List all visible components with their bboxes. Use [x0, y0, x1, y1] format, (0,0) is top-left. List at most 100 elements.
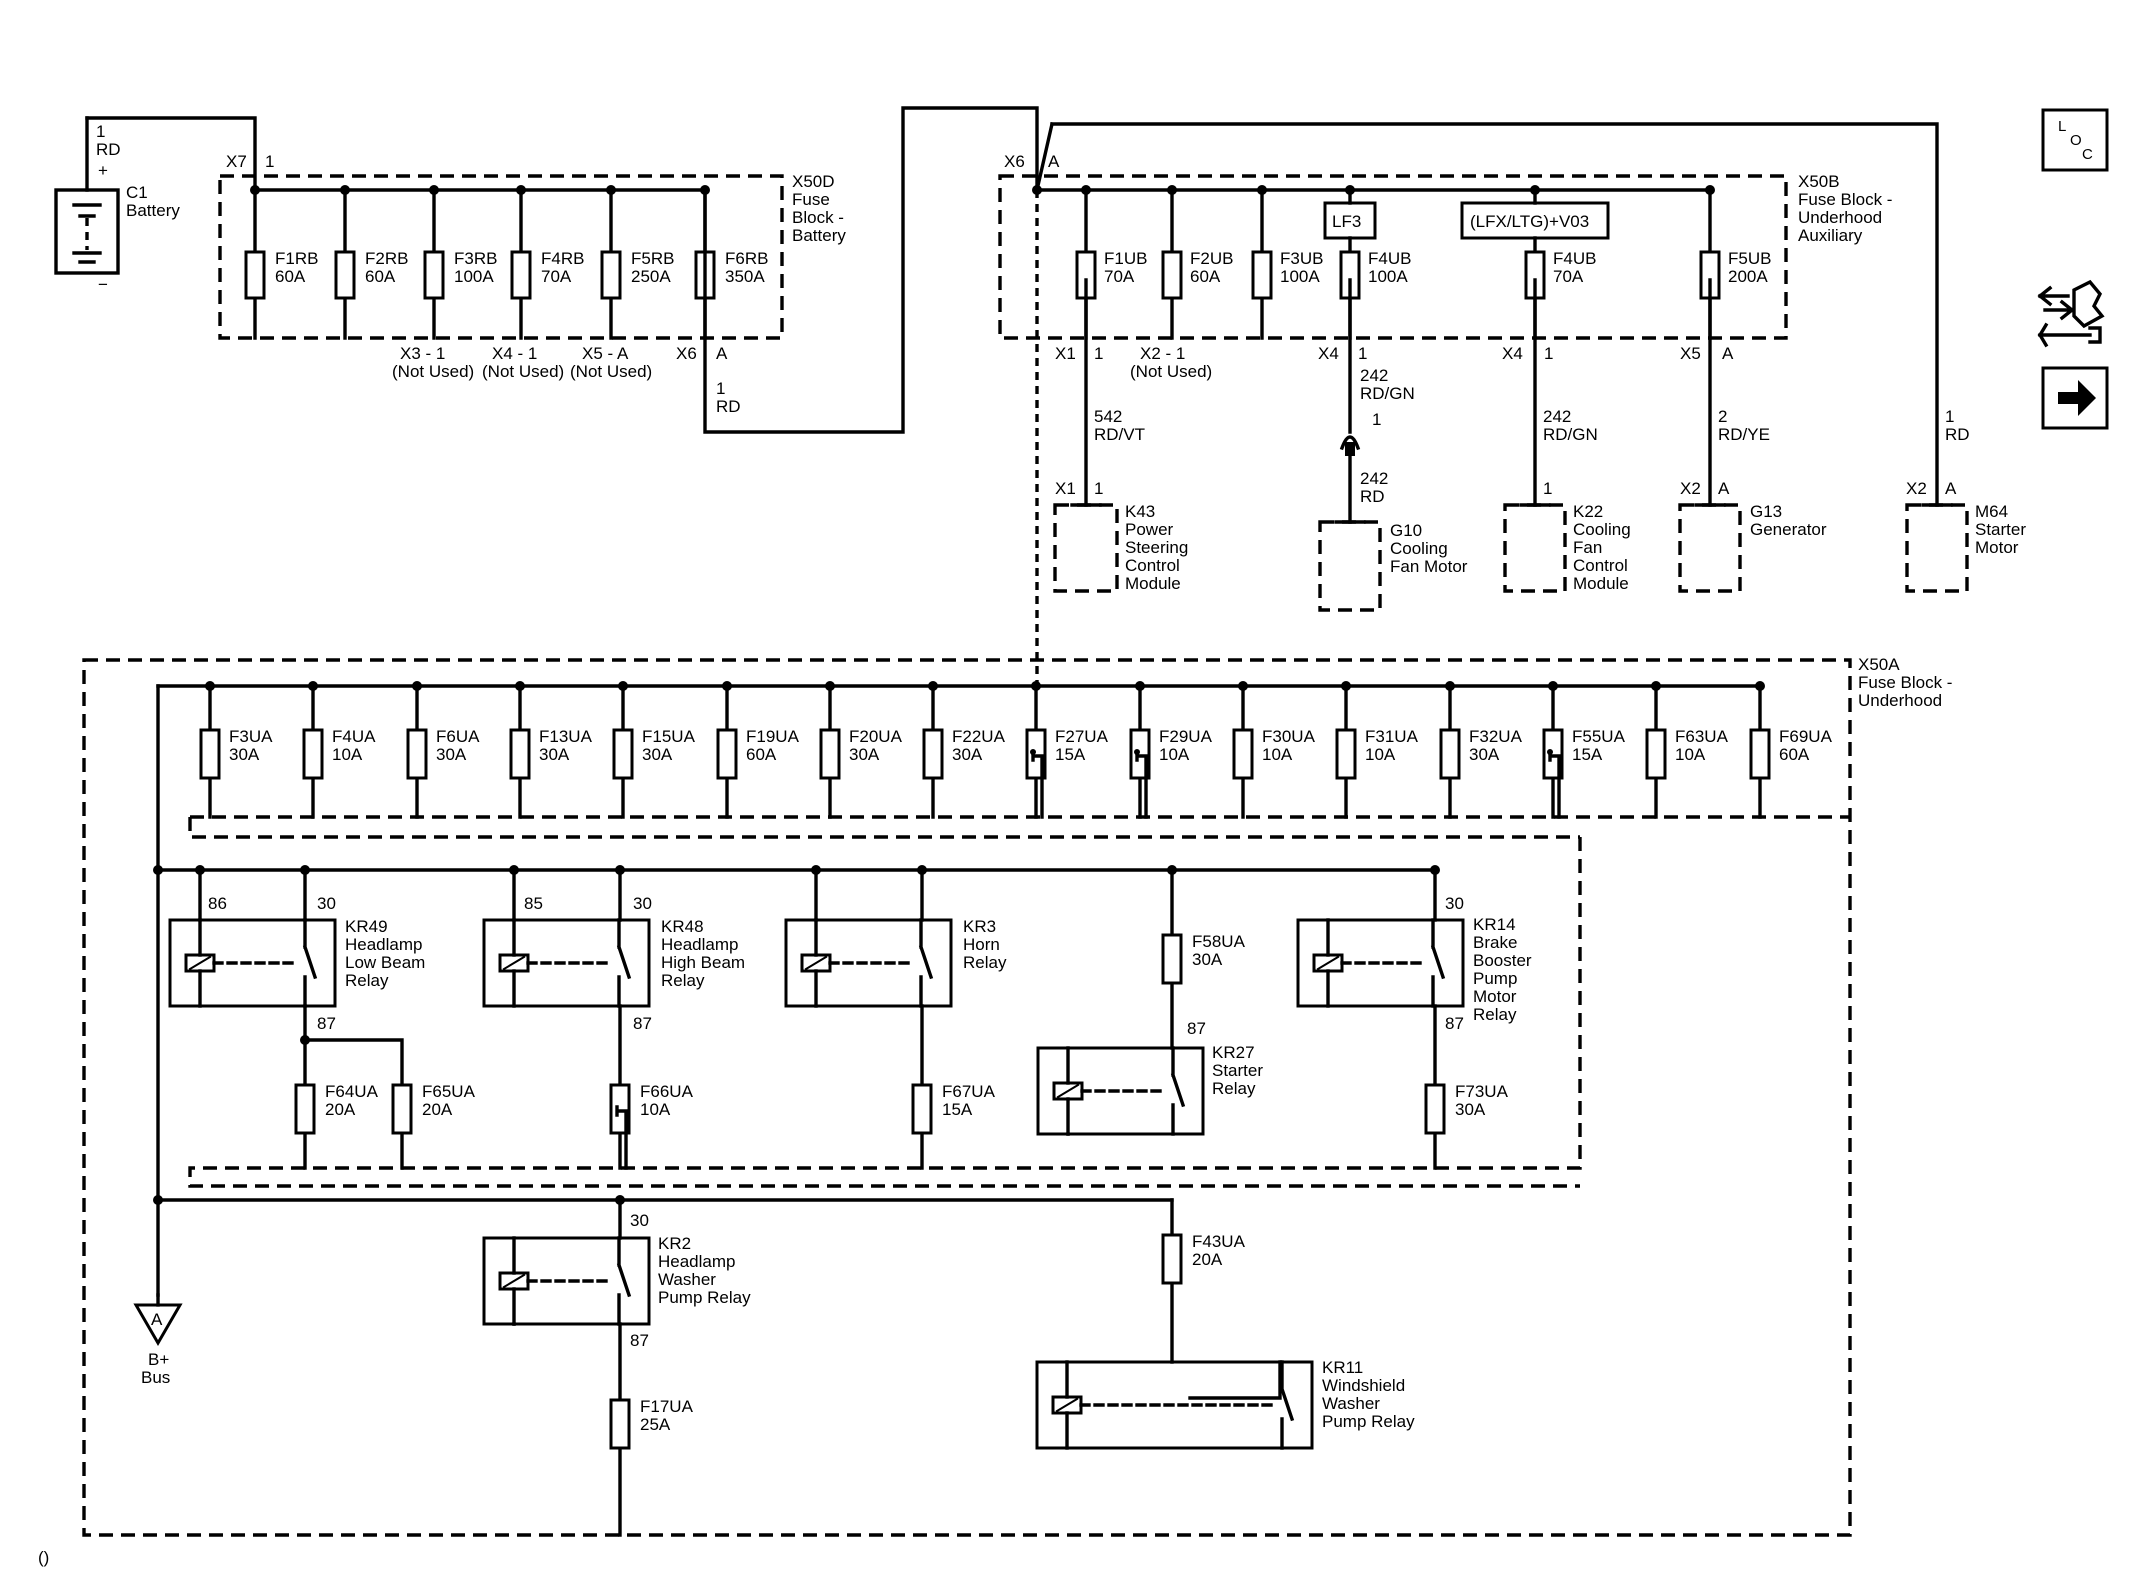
x50b-pin-in: A	[1048, 152, 1060, 171]
x50a-fuse-name: F13UA	[539, 727, 593, 746]
x50d-fuse-rating: 100A	[454, 267, 494, 286]
x50a-fuse-rating: 10A	[332, 745, 363, 764]
fuse-block-x50a: X50A Fuse Block - Underhood F3UA30AF4UA1…	[82, 655, 1952, 1537]
junction-dot	[153, 1195, 163, 1205]
x50b-out-pin: A	[1722, 344, 1734, 363]
x50a-fuse-rating: 10A	[1675, 745, 1706, 764]
x50d-fuse-name: F2RB	[365, 249, 408, 268]
k43-wire-circuit: 542	[1094, 407, 1122, 426]
x50a-fuse-f30ua	[1232, 728, 1254, 780]
fuse-block-x50d: X7 1 X50D Fuse Block - Battery F1RB60AF2…	[218, 106, 1939, 507]
relay-kr48	[482, 918, 651, 1008]
kr3-name: KR3	[963, 917, 996, 936]
k22-desc: Module	[1573, 574, 1629, 593]
x50d-fuse-name: F5RB	[631, 249, 674, 268]
x50a-fuse-rating: 15A	[1572, 745, 1603, 764]
x50d-desc-2: Block -	[792, 208, 844, 227]
x50b-fuse-rating: 70A	[1104, 267, 1135, 286]
kr49-pin-sw: 30	[317, 894, 336, 913]
loc-icon[interactable]: L O C	[2041, 108, 2109, 172]
load-k22: 242 RD/GN 1 K22 Cooling Fan Control Modu…	[1503, 278, 1631, 593]
x50b-out-pin: 1	[1358, 344, 1367, 363]
battery-c1: 1 RD + − C1 Battery	[54, 116, 257, 294]
x50d-out-conn: X3 - 1	[400, 344, 445, 363]
fuse-f65ua	[391, 1083, 413, 1135]
fuse-f67ua	[911, 1083, 933, 1135]
kr48-pin-out: 87	[633, 1014, 652, 1033]
x50a-fuse-name: F63UA	[1675, 727, 1729, 746]
relay-fuse-rating: 25A	[640, 1415, 671, 1434]
junction-dot	[917, 865, 927, 875]
k43-desc: Control	[1125, 556, 1180, 575]
x50a-fuse-f31ua	[1335, 728, 1357, 780]
x50a-fuse-rating: 10A	[1159, 745, 1190, 764]
option-lfx: (LFX/LTG)+V03	[1470, 212, 1589, 231]
x50a-fuse-f63ua	[1645, 728, 1667, 780]
k43-desc: Power	[1125, 520, 1174, 539]
k43-desc: Module	[1125, 574, 1181, 593]
k22-desc: Cooling	[1573, 520, 1631, 539]
relay-kr49	[168, 918, 337, 1008]
x50d-pin-in: 1	[265, 152, 274, 171]
x50d-fuse-f4rb	[510, 250, 532, 300]
relay-fuse-name: F64UA	[325, 1082, 379, 1101]
x50a-fuse-f69ua	[1749, 728, 1771, 780]
x50a-fuse-name: F27UA	[1055, 727, 1109, 746]
kr48-desc: High Beam	[661, 953, 745, 972]
kr48-desc: Relay	[661, 971, 705, 990]
kr2-name: KR2	[658, 1234, 691, 1253]
loc-letter: C	[2082, 146, 2093, 163]
g10-wire-color: RD/GN	[1360, 384, 1415, 403]
junction-dot	[300, 865, 310, 875]
fuse-block-x50b: X6 A X50B Fuse Block - Underhood Auxilia…	[998, 152, 1892, 381]
x50b-fuse-name: F2UB	[1190, 249, 1233, 268]
relay-fuse-rating: 30A	[1192, 950, 1223, 969]
x50d-desc-1: Fuse	[792, 190, 830, 209]
x50b-out-conn: X4	[1502, 344, 1523, 363]
x50b-fuse-rating: 60A	[1190, 267, 1221, 286]
relay-fuse-name: F67UA	[942, 1082, 996, 1101]
x50a-fuse-rating: 10A	[1365, 745, 1396, 764]
relay-fuse-rating: 20A	[422, 1100, 453, 1119]
x50d-fuse-f2rb	[334, 250, 356, 300]
x50a-fuse-rating: 60A	[1779, 745, 1810, 764]
junction-dot	[153, 865, 163, 875]
load-m64: 1 RD X2 A M64 Starter Motor	[1905, 407, 2026, 593]
x50b-out-pin: 1	[1544, 344, 1553, 363]
x50a-fuse-name: F4UA	[332, 727, 376, 746]
g10-wire-color-2: RD	[1360, 487, 1385, 506]
x50b-out-conn: X5	[1680, 344, 1701, 363]
x50a-fuse-rating: 10A	[1262, 745, 1293, 764]
loc-letter: O	[2070, 132, 2082, 149]
option-lfx-box	[1460, 201, 1610, 240]
kr49-pin-out: 87	[317, 1014, 336, 1033]
x50d-fuse-f5rb	[600, 250, 622, 300]
kr14-name: KR14	[1473, 915, 1516, 934]
x50d-fuse-name: F6RB	[725, 249, 768, 268]
junction-dot	[1430, 865, 1440, 875]
m64-wire-color: RD	[1945, 425, 1970, 444]
kr2-desc: Headlamp	[658, 1252, 736, 1271]
x50a-desc-1: Fuse Block -	[1858, 673, 1952, 692]
x50d-fuse-f3rb	[423, 250, 445, 300]
kr2-desc: Washer	[658, 1270, 716, 1289]
x50d-fuse-rating: 70A	[541, 267, 572, 286]
g13-pin: A	[1718, 479, 1730, 498]
kr11-desc: Windshield	[1322, 1376, 1405, 1395]
load-k43: 542 RD/VT X1 1 K43 Power Steering Contro…	[1053, 278, 1188, 593]
load-g10: 242 RD/GN 1 242 RD G10 Cooling Fan Motor	[1318, 278, 1468, 612]
battery-minus: −	[98, 275, 108, 294]
relay-fuse-rating: 30A	[1455, 1100, 1486, 1119]
bus-letter: A	[151, 1310, 163, 1329]
relay-fuse-rating: 20A	[1192, 1250, 1223, 1269]
x50a-desc-2: Underhood	[1858, 691, 1942, 710]
connector-tool-icon[interactable]	[2037, 279, 2105, 348]
x50d-name: X50D	[792, 172, 835, 191]
m64-wire-circuit: 1	[1945, 407, 1954, 426]
x50b-fuse-rating: 200A	[1728, 267, 1768, 286]
x50a-fuse-rating: 30A	[539, 745, 570, 764]
k22-wire-circuit: 242	[1543, 407, 1571, 426]
next-arrow-icon[interactable]	[2041, 366, 2109, 430]
k22-desc: Fan	[1573, 538, 1602, 557]
